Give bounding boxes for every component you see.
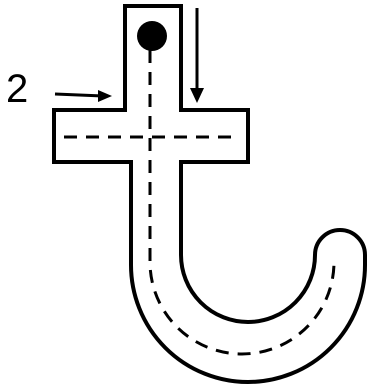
letter-t-outline <box>54 6 365 382</box>
start-dot <box>137 21 167 51</box>
down-arrow-icon <box>190 8 204 103</box>
stroke-number-label: 2 <box>6 67 28 111</box>
right-arrow-icon <box>55 90 112 102</box>
